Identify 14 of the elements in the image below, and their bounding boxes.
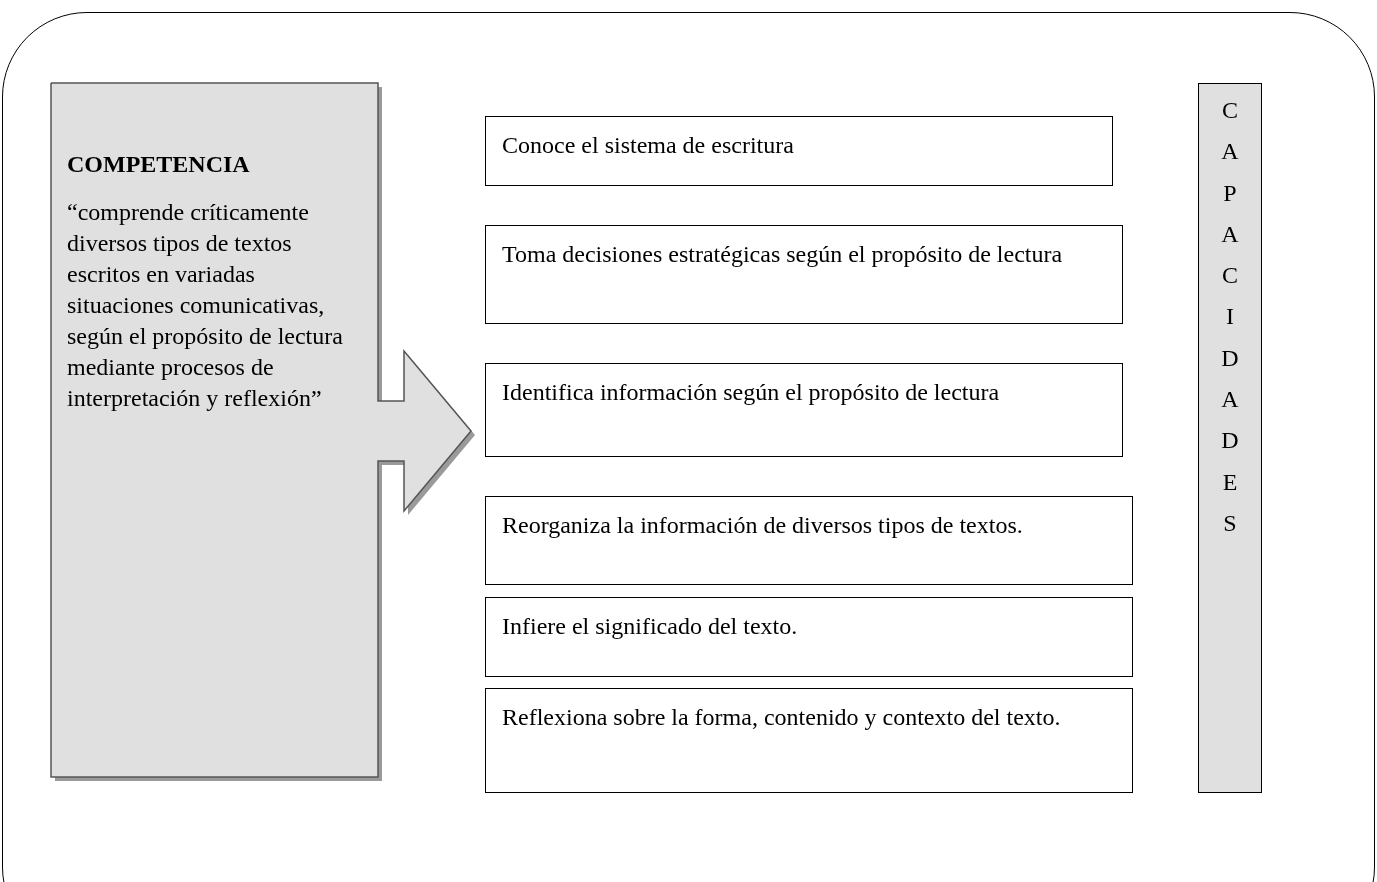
capability-text: Reflexiona sobre la forma, contenido y contexto del texto. (502, 703, 1062, 732)
capability-text: Identifica información según el propósito de lectura (502, 378, 1001, 407)
capability-box (485, 688, 1133, 793)
capability-box (485, 597, 1133, 677)
capability-box (485, 116, 1113, 186)
label-column (1198, 83, 1262, 793)
capability-box (485, 225, 1123, 324)
capability-text: Conoce el sistema de escritura (502, 131, 795, 160)
capability-box (485, 496, 1133, 585)
capability-text: Infiere el significado del texto. (502, 612, 799, 641)
capability-text: Toma decisiones estratégicas según el propósito de lectura (502, 240, 1064, 269)
vertical-label: CAPACIDADES (1221, 96, 1239, 538)
capability-text: Reorganiza la información de diversos tipos de textos. (502, 511, 1024, 540)
capability-box (485, 363, 1123, 457)
